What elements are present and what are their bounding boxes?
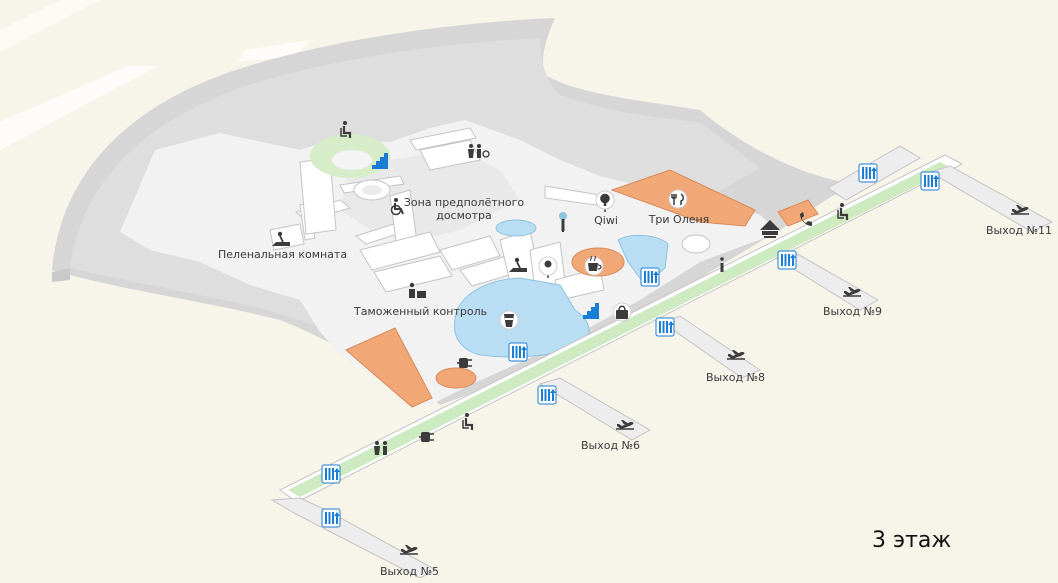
gate-piers [270,145,1054,579]
escalator-icon [537,385,557,405]
qiwi-pin-icon [595,190,615,210]
restaurant-label: Три Оленя [648,213,710,226]
customs-label: Таможенный контроль [354,305,488,318]
runway-mark [238,40,310,62]
shopping-bag-icon [612,302,632,322]
escalator-icon [777,250,797,270]
shop-area-left [345,327,433,408]
phone-icon [800,212,812,226]
info-icon [720,257,724,272]
info-icon [559,212,567,231]
floor-label: 3 этаж [872,528,952,553]
security-zone-label-line2: досмотра [436,209,492,222]
escalator-icon [321,508,341,528]
charge-island [435,367,477,389]
baby-room-label: Пеленальная комната [218,248,348,261]
escalator-icon [920,171,940,191]
escalator-icon [858,163,878,183]
gate-9-label[interactable]: Выход №9 [823,305,883,318]
wall-blocks [269,127,605,301]
escalator-icon [640,267,660,287]
escalator-icon [655,317,675,337]
drink-icon [499,310,519,330]
coffee-cup-icon [584,255,604,276]
atm-icon [760,220,780,238]
runway-strip-2 [0,0,100,52]
pin-icon [538,256,558,276]
gate-8-label[interactable]: Выход №8 [706,371,766,384]
family-wc-icon [468,144,490,158]
gate-11-label[interactable]: Выход №11 [986,224,1053,237]
security-zone-label: Зона предполётного досмотра [404,196,524,222]
baby-change-icon [509,257,527,272]
escalator-icon [321,464,341,484]
qiwi-label: Qiwi [594,214,618,227]
gate-5-label[interactable]: Выход №5 [380,565,440,578]
baby-change-icon [272,231,290,246]
security-hall [340,150,520,240]
shop-area-right [777,199,819,227]
info-pool [495,219,537,237]
fork-knife-icon [668,189,688,209]
gate-6-label[interactable]: Выход №6 [581,439,641,452]
runway-strip [0,66,158,150]
garden-ring [310,134,390,178]
customs-icon [409,282,426,298]
security-zone-label-line1: Зона предполётного [403,196,525,209]
escalator-icon [508,342,528,362]
